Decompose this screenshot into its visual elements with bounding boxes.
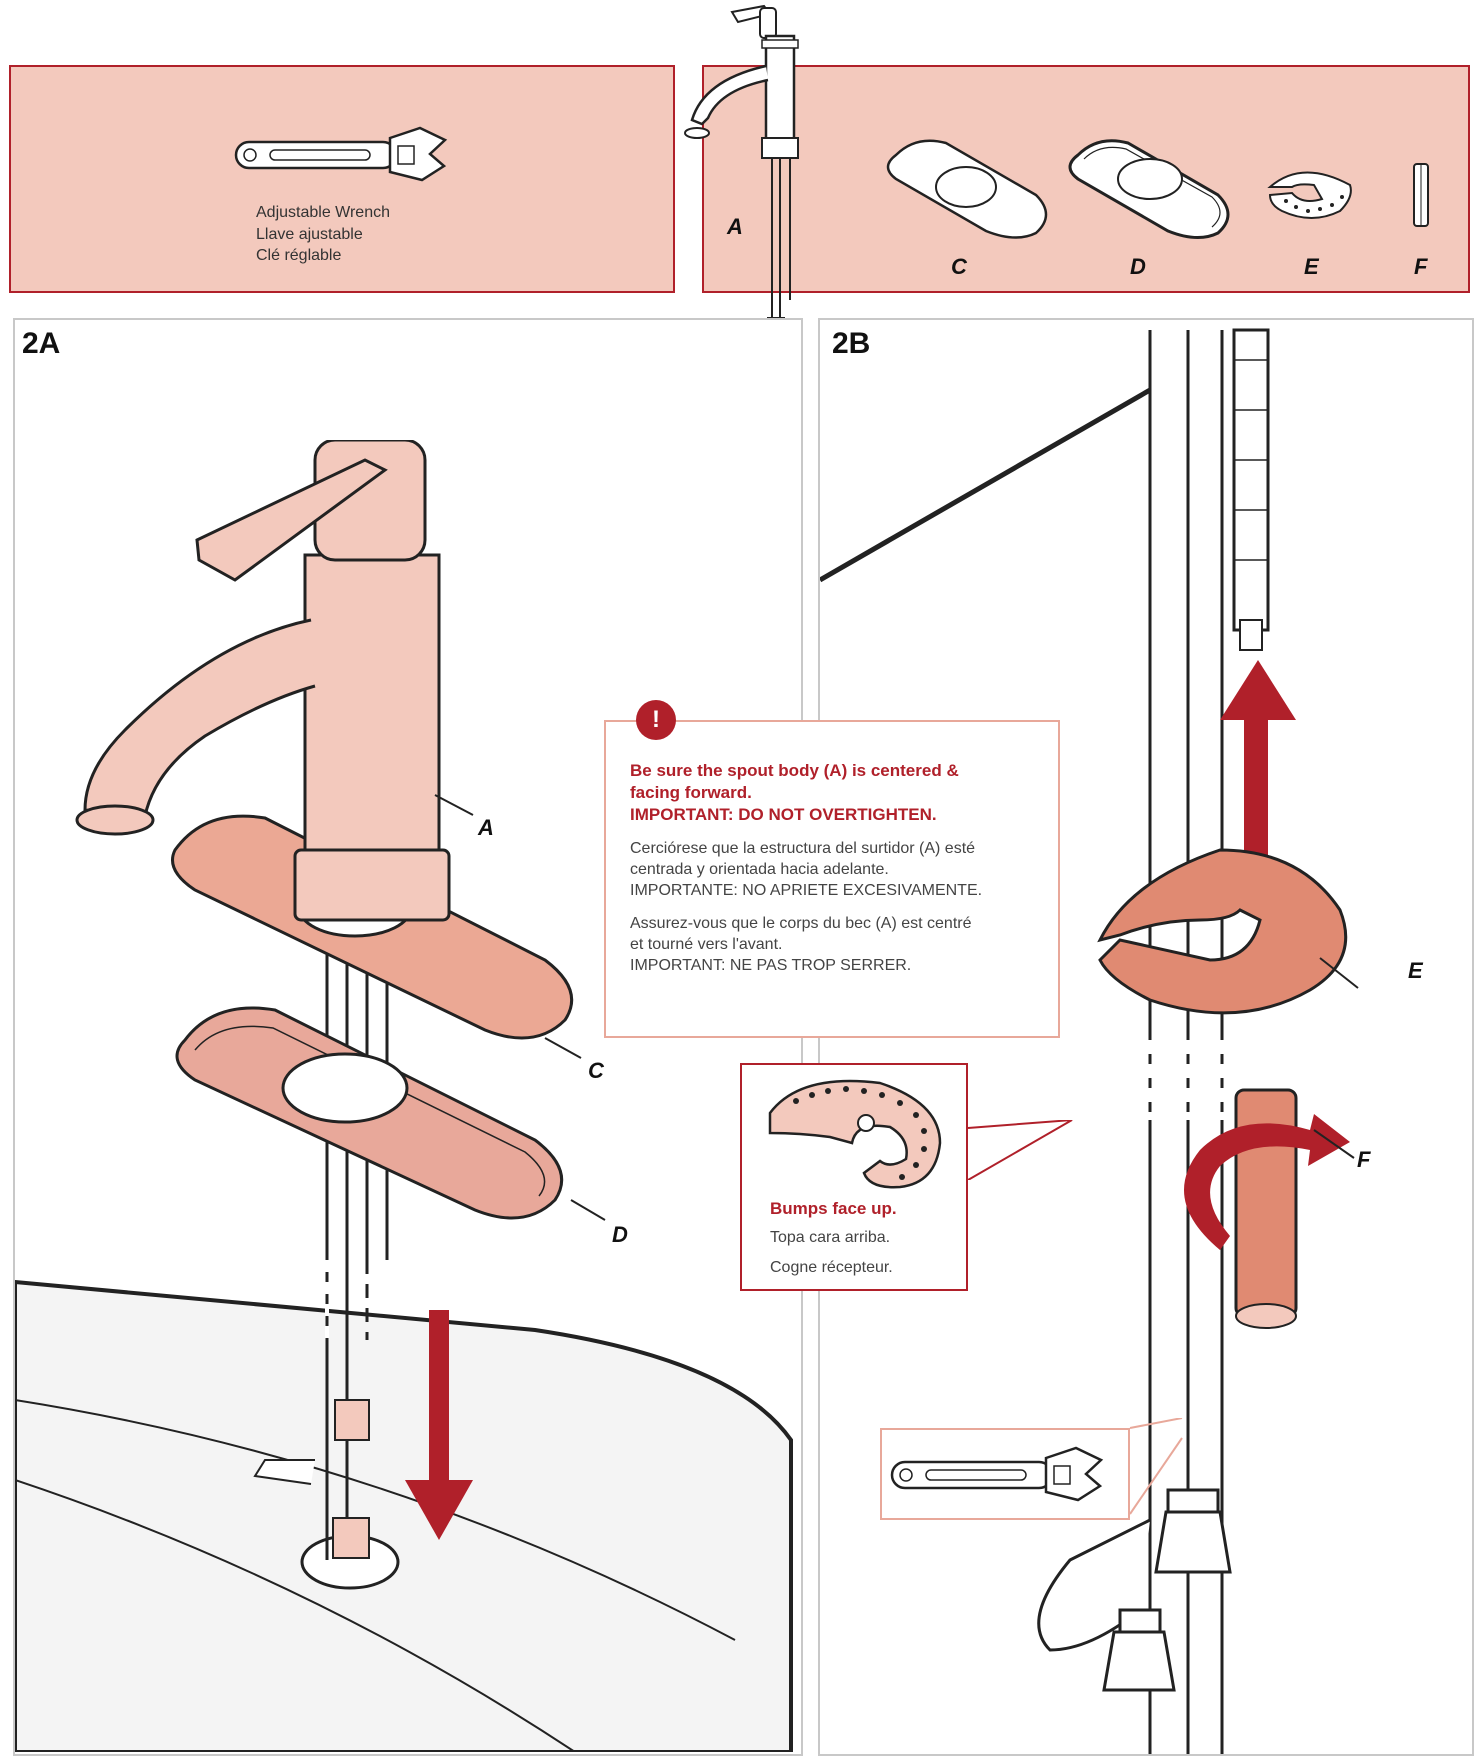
warning-es-line3: IMPORTANTE: NO APRIETE EXCESIVAMENTE. <box>630 882 983 899</box>
bracket-bumps-icon <box>768 1079 942 1189</box>
callout-pointer <box>967 1120 1073 1180</box>
warning-es-line2: centrada y orientada hacia adelante. <box>630 861 889 878</box>
step-2b-title: 2B <box>832 327 871 360</box>
warning-fr-line3: IMPORTANT: NE PAS TROP SERRER. <box>630 957 912 974</box>
part-label-f: F <box>1414 254 1428 279</box>
warning-es-line1: Cerciórese que la estructura del surtido… <box>630 840 976 857</box>
step-2b-label-e: E <box>1408 958 1423 983</box>
warning-fr-line2: et tourné vers l'avant. <box>630 936 783 953</box>
bracket-install-illustration <box>820 328 1359 1754</box>
mounting-tool-f-icon <box>1413 163 1429 227</box>
step-2a-label-d: D <box>612 1222 628 1247</box>
bumps-es: Topa cara arriba. <box>770 1229 891 1246</box>
wrench-label-en: Adjustable Wrench <box>256 204 390 221</box>
tools-box <box>9 65 675 293</box>
wrench-small-icon <box>890 1446 1104 1502</box>
wrench-callout-pointer <box>1129 1418 1183 1515</box>
part-label-c: C <box>951 254 967 279</box>
cover-plate-c-icon <box>886 139 1048 239</box>
step-2b-label-f: F <box>1357 1147 1371 1172</box>
warning-en-line2: facing forward. <box>630 783 752 802</box>
warning-text: Be sure the spout body (A) is centered &… <box>630 760 1050 976</box>
warning-fr-line1: Assurez-vous que le corps du bec (A) est… <box>630 915 972 932</box>
step-2a-label-a: A <box>478 815 494 840</box>
part-label-a: A <box>727 214 743 239</box>
bumps-fr: Cogne récepteur. <box>770 1259 893 1276</box>
warning-en-line3: IMPORTANT: DO NOT OVERTIGHTEN. <box>630 805 937 824</box>
warning-en-line1: Be sure the spout body (A) is centered & <box>630 761 959 780</box>
wrench-label-es: Llave ajustable <box>256 226 363 243</box>
warning-icon: ! <box>636 700 676 740</box>
step-2a-label-c: C <box>588 1058 604 1083</box>
part-label-e: E <box>1304 254 1319 279</box>
faucet-install-illustration <box>15 440 793 1752</box>
gasket-d-icon <box>1068 139 1230 239</box>
wrench-icon <box>234 126 448 182</box>
part-label-d: D <box>1130 254 1146 279</box>
mounting-bracket-e-icon <box>1267 171 1352 219</box>
warning-callout <box>604 720 1060 1038</box>
wrench-label-fr: Clé réglable <box>256 247 342 264</box>
step-2a-title: 2A <box>22 327 61 360</box>
bumps-en: Bumps face up. <box>770 1199 897 1218</box>
